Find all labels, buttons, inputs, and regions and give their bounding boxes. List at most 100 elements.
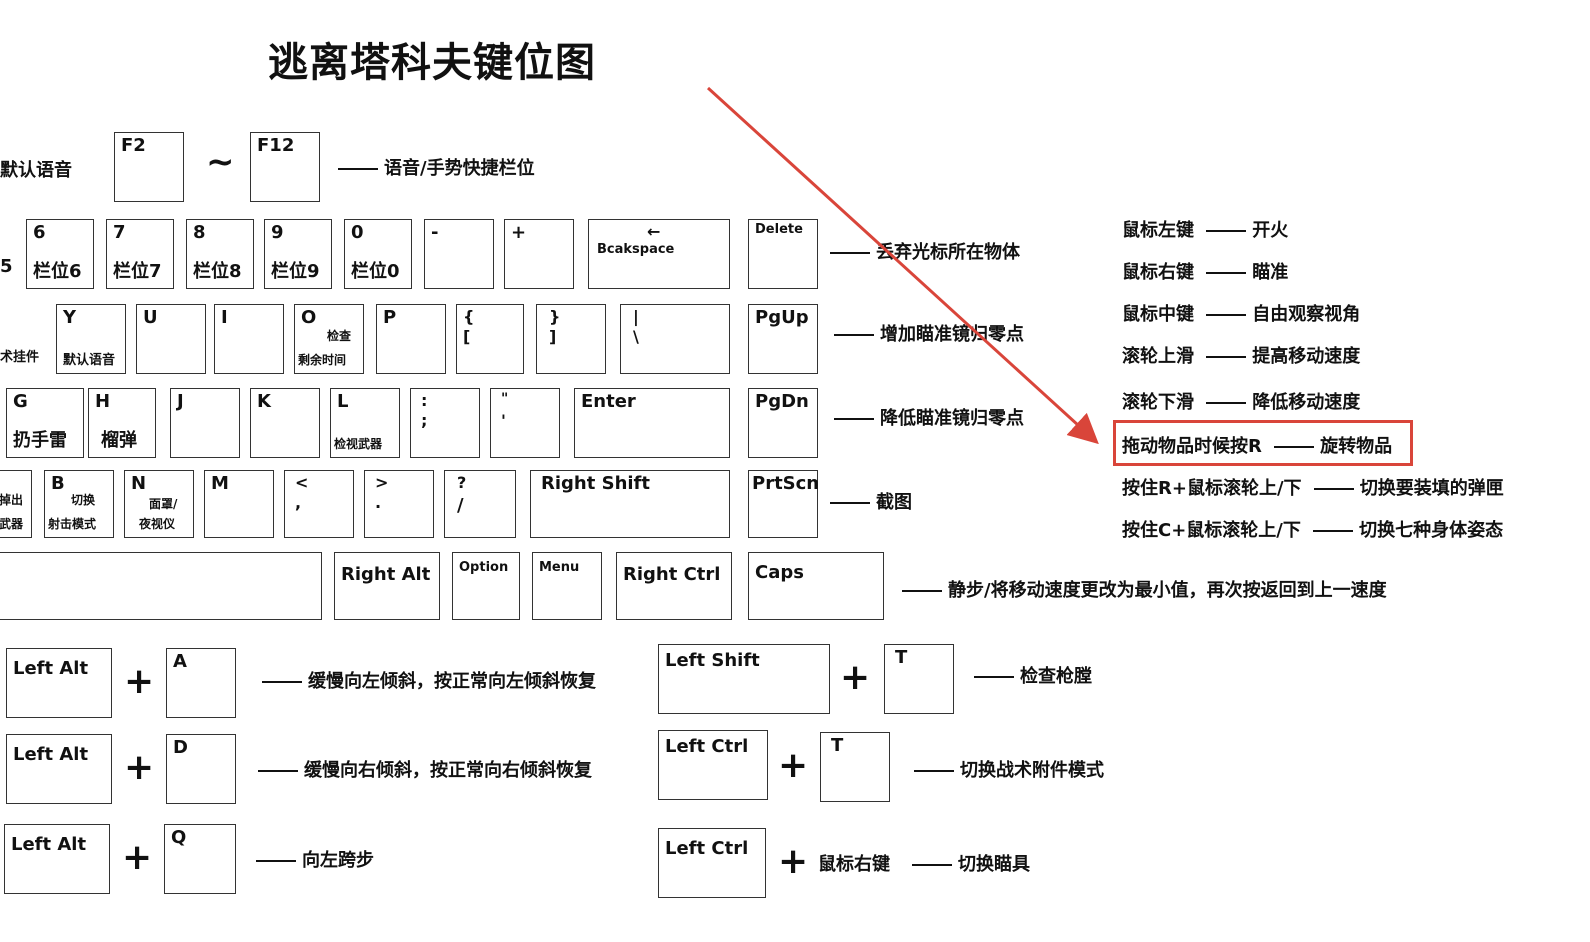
combo-2-key-label: D xyxy=(173,737,188,758)
combo-2-modifier-key: Left Alt xyxy=(6,734,112,804)
key-comma-label: , xyxy=(295,493,302,512)
mouse-binding-2: 鼠标右键 瞄准 xyxy=(1122,258,1288,284)
combo-4-modifier-label: Left Shift xyxy=(665,650,760,671)
key-8: 8 栏位8 xyxy=(186,219,254,289)
key-u: U xyxy=(136,304,206,374)
dash-line xyxy=(834,334,874,336)
dash-line xyxy=(912,864,952,866)
caps-desc-text: 静步/将移动速度更改为最小值，再次按返回到上一速度 xyxy=(948,580,1387,601)
key-0: 0 栏位0 xyxy=(344,219,412,289)
combo-5-key: T xyxy=(820,732,890,802)
combo-2-key: D xyxy=(166,734,236,804)
mouse-binding-3-action: 自由观察视角 xyxy=(1252,304,1361,325)
key-h: H 榴弹 xyxy=(88,388,156,458)
key-n-side: 面罩/ xyxy=(149,497,178,511)
key-option-label: Option xyxy=(459,560,509,575)
combo-3-key: Q xyxy=(164,824,236,894)
key-b-top: B xyxy=(51,473,65,494)
delete-desc-text: 丢弃光标所在物体 xyxy=(876,242,1020,263)
mouse-binding-1-key: 鼠标左键 xyxy=(1122,220,1194,241)
tilde-range-symbol: ~ xyxy=(206,142,235,182)
combo-5-modifier-label: Left Ctrl xyxy=(665,736,749,757)
key-0-bottom: 栏位0 xyxy=(351,261,400,282)
key-minus-label: - xyxy=(431,222,439,243)
key-y: Y 默认语音 xyxy=(56,304,126,374)
key-right-shift: Right Shift xyxy=(530,470,730,538)
mouse-binding-4-action: 提高移动速度 xyxy=(1252,346,1361,367)
combo-2-modifier-label: Left Alt xyxy=(13,744,89,765)
key-lt-label: < xyxy=(295,473,309,492)
delete-description: 丢弃光标所在物体 xyxy=(830,238,1020,264)
key-m-label: M xyxy=(211,473,229,494)
key-b-side: 切换 xyxy=(71,493,96,507)
combo-1-key-label: A xyxy=(173,651,187,672)
combo-2-plus: + xyxy=(124,747,155,788)
combo-4-plus: + xyxy=(840,657,871,698)
key-n: N 面罩/ 夜视仪 xyxy=(124,470,194,538)
dash-line xyxy=(902,590,942,592)
dash-line xyxy=(1206,272,1247,274)
dash-line xyxy=(262,681,302,683)
key-n-top: N xyxy=(131,473,147,494)
dash-line xyxy=(1206,314,1247,316)
key-space xyxy=(0,552,322,620)
caps-description: 静步/将移动速度更改为最小值，再次按返回到上一速度 xyxy=(902,576,1387,602)
combo-3-desc-text: 向左跨步 xyxy=(302,850,374,871)
key-caps-label: Caps xyxy=(755,562,804,583)
key-minus: - xyxy=(424,219,494,289)
mouse-binding-3: 鼠标中键 自由观察视角 xyxy=(1122,300,1360,326)
combo-6-key-text: 鼠标右键 xyxy=(818,854,890,875)
key-o-side: 检查 xyxy=(327,329,352,343)
combo-2-desc-text: 缓慢向右倾斜，按正常向右倾斜恢复 xyxy=(304,760,592,781)
mouse-binding-6-key: 拖动物品时候按R xyxy=(1122,436,1262,457)
prtscn-description: 截图 xyxy=(830,488,912,514)
key-f12-label: F12 xyxy=(257,135,295,156)
fragment-tactical-attachment: 术挂件 xyxy=(0,350,40,365)
key-question-label: ? xyxy=(457,473,467,492)
key-k-label: K xyxy=(257,391,271,412)
pgup-description: 增加瞄准镜归零点 xyxy=(834,320,1024,346)
highlight-box xyxy=(1113,420,1413,466)
key-enter-label: Enter xyxy=(581,391,636,412)
mouse-binding-5-key: 滚轮下滑 xyxy=(1122,392,1194,413)
key-6-bottom: 栏位6 xyxy=(33,261,82,282)
key-option: Option xyxy=(452,552,520,620)
key-rbracket-label: ] xyxy=(549,327,557,346)
key-plus-label: + xyxy=(511,222,527,243)
key-lbracket-label: [ xyxy=(463,327,471,346)
key-enter: Enter xyxy=(574,388,730,458)
key-pipe-label: | xyxy=(633,307,639,326)
fkeys-description: 语音/手势快捷栏位 xyxy=(338,154,535,180)
key-9-top: 9 xyxy=(271,222,284,243)
key-f2: F2 xyxy=(114,132,184,202)
mouse-binding-8-key: 按住C+鼠标滚轮上/下 xyxy=(1122,520,1301,541)
key-8-bottom: 栏位8 xyxy=(193,261,242,282)
mouse-binding-7: 按住R+鼠标滚轮上/下 切换要装填的弹匣 xyxy=(1122,474,1504,500)
key-k: K xyxy=(250,388,320,458)
key-comma: < , xyxy=(284,470,354,538)
combo-3-modifier-key: Left Alt xyxy=(4,824,110,894)
key-apos-label: ' xyxy=(501,411,506,430)
mouse-binding-8-action: 切换七种身体姿态 xyxy=(1359,520,1504,541)
dash-line xyxy=(834,418,874,420)
key-period: > . xyxy=(364,470,434,538)
key-right-alt-label: Right Alt xyxy=(341,564,431,585)
key-plus: + xyxy=(504,219,574,289)
key-pgdn: PgDn xyxy=(748,388,818,458)
combo-6-description: 切换瞄具 xyxy=(912,850,1030,876)
key-colon-label: : xyxy=(421,391,428,410)
mouse-binding-5: 滚轮下滑 降低移动速度 xyxy=(1122,388,1360,414)
key-g-bottom: 扔手雷 xyxy=(13,430,67,451)
dash-line xyxy=(1206,230,1247,232)
fkeys-desc-text: 语音/手势快捷栏位 xyxy=(384,158,535,179)
key-right-ctrl: Right Ctrl xyxy=(616,552,732,620)
dash-line xyxy=(914,770,954,772)
page-title: 逃离塔科夫键位图 xyxy=(268,40,596,86)
key-7-top: 7 xyxy=(113,222,126,243)
key-l-top: L xyxy=(337,391,349,412)
combo-5-modifier-key: Left Ctrl xyxy=(658,730,768,800)
key-quote: " ' xyxy=(490,388,560,458)
mouse-binding-2-action: 瞄准 xyxy=(1252,262,1289,283)
combo-5-plus: + xyxy=(778,745,809,786)
